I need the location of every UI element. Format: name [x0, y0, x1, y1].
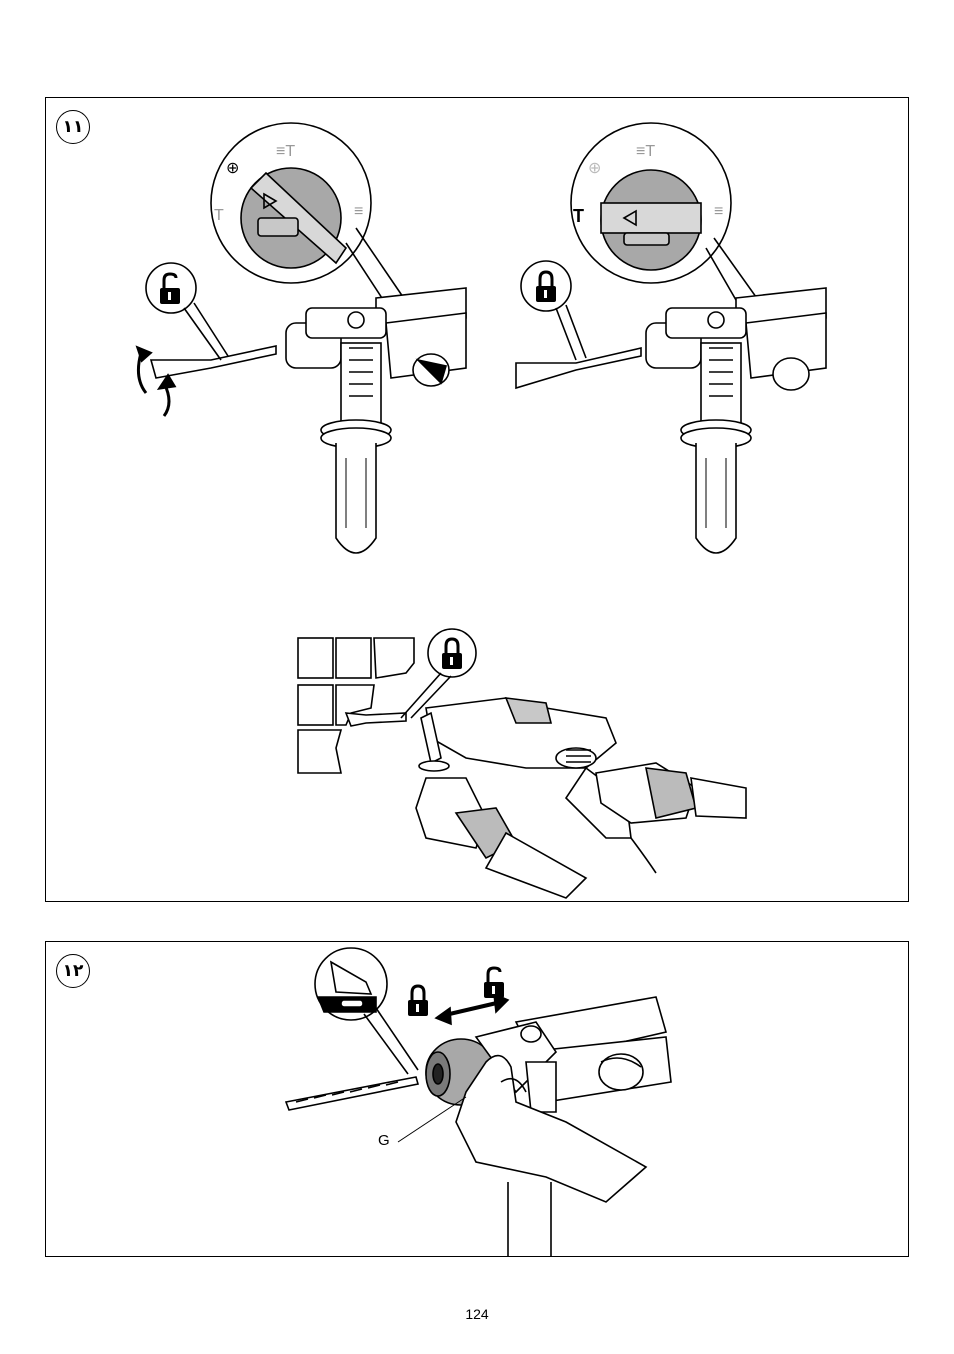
lock-closed-icon: [408, 986, 428, 1016]
rotation-stop-icon: ⊕: [226, 160, 239, 177]
wall-tile: [298, 638, 333, 678]
panel-11-illustration: ⊕ ≡T T ≡: [46, 98, 908, 901]
hammer-drill-mode-icon: ≡T: [276, 143, 295, 160]
drill-mode-icon-right: ≡: [714, 203, 723, 220]
lock-open-icon: [484, 968, 504, 998]
callout-label-g: G: [378, 1132, 390, 1149]
hammer-mode-icon-right: T: [573, 206, 584, 226]
figure-panel-12: ١٢: [45, 941, 909, 1257]
figure-panel-11: ١١ ⊕ ≡T T ≡: [45, 97, 909, 902]
hammer-mode-icon: T: [214, 207, 224, 224]
wall-tile: [298, 685, 333, 725]
wall-tile: [336, 638, 371, 678]
page-number: 124: [0, 1306, 954, 1322]
rotation-stop-icon-right: ⊕: [588, 160, 601, 177]
panel-12-illustration: [46, 942, 908, 1256]
drill-right-locked: ⊕ ≡T T ≡: [516, 123, 826, 553]
drill-left-unlocked: ⊕ ≡T T ≡: [146, 123, 466, 553]
rotate-arrows-icon: [138, 348, 174, 416]
chuck-bit-insertion: [286, 948, 671, 1256]
drill-mode-icon: ≡: [354, 203, 363, 220]
chiselling-scene: [298, 629, 746, 898]
hammer-drill-mode-icon-right: ≡T: [636, 143, 655, 160]
